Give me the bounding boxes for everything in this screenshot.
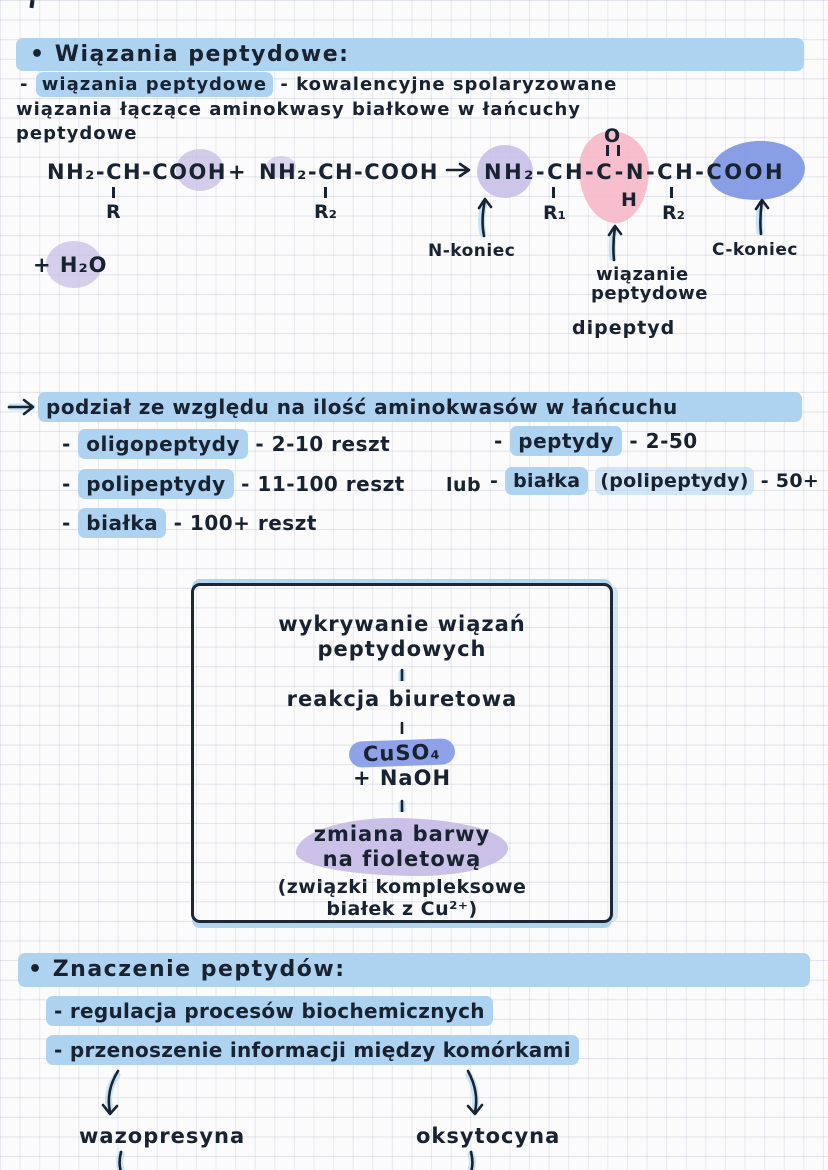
plus-sign: + xyxy=(228,160,246,184)
clipped-arrow-tail-icon xyxy=(467,1150,476,1170)
title-bar-highlight xyxy=(16,38,804,71)
classification-header: podział ze względu na ilość aminokwasów … xyxy=(38,392,802,422)
hormone-oxytocin: oksytocyna xyxy=(416,1124,561,1148)
classification-row-oligopeptides: - oligopeptydy - 2-10 reszt xyxy=(62,429,391,459)
meaning-title-bar-highlight xyxy=(18,953,810,987)
result-line2: na fioletową xyxy=(322,847,482,871)
color-change-result-blob: zmiana barwy na fioletową xyxy=(295,818,509,876)
clipped-arrow-tail-icon xyxy=(116,1150,125,1170)
flow-arrow-down-icon xyxy=(398,668,406,681)
oligopeptides-range: - 2-10 reszt xyxy=(255,432,391,456)
bond-line xyxy=(324,187,327,198)
lavender-blob-water xyxy=(46,241,102,288)
reactant2-formula: NH₂-CH-COOH xyxy=(259,160,439,184)
reactant1-formula: NH₂-CH-COOH xyxy=(47,160,227,184)
polypeptides-range: - 11-100 reszt xyxy=(241,472,405,496)
definition-line2: wiązania łączące aminokwasy białkowe w ł… xyxy=(16,99,582,120)
meaning-item1-text: - regulacja procesów biochemicznych xyxy=(46,996,493,1026)
classification-row-proteins: - białka - 100+ reszt xyxy=(62,508,317,538)
r1-group-label: R₁ xyxy=(543,202,566,224)
definition-line1: - wiązania peptydowe - kowalencyjne spol… xyxy=(20,72,618,97)
polypeptides-term: polipeptydy xyxy=(78,469,234,499)
flow-arrow-down-icon xyxy=(398,799,406,812)
complex-compound-note: (związki kompleksowe białek z Cu²⁺) xyxy=(278,876,527,920)
r2-group-label: R₂ xyxy=(314,201,337,223)
dash: - xyxy=(490,470,499,492)
dash: - xyxy=(62,472,71,496)
proteins-term: białka xyxy=(78,508,167,538)
product-chain-formula: NH₂-CH-C-N-CH-COOH xyxy=(484,160,786,184)
meaning-section-title: • Znaczenie peptydów: xyxy=(28,957,346,982)
or-word: lub xyxy=(446,474,482,496)
classification-row-polypeptides: - polipeptydy - 11-100 reszt xyxy=(62,469,405,499)
c-end-arrow-up-icon xyxy=(754,198,770,236)
definition-term-highlighted: wiązania peptydowe xyxy=(35,72,274,97)
flow-step1-line2: peptydowych xyxy=(317,637,487,661)
peptide-bond-label-line2: peptydowe xyxy=(591,283,708,304)
cuso4-reagent-pill: CuSO₄ xyxy=(348,738,456,768)
meaning-item-information: - przenoszenie informacji między komórka… xyxy=(46,1035,579,1065)
hormone-vasopressin: wazopresyna xyxy=(79,1124,246,1148)
lavender-blob-nh2 xyxy=(477,145,533,198)
classification-row-peptides: - peptydy - 2-50 xyxy=(494,426,698,456)
definition-rest: - kowalencyjne spolaryzowane xyxy=(280,74,618,95)
meaning-item2-text: - przenoszenie informacji między komórka… xyxy=(46,1035,579,1065)
flow-arrow-down-icon xyxy=(400,721,404,734)
definition-dash: - xyxy=(20,74,29,95)
pink-blob-peptide-bond xyxy=(579,131,649,223)
bond-line xyxy=(552,187,555,198)
biuret-test-flowchart-box: wykrywanie wiązań peptydowych reakcja bi… xyxy=(191,583,613,923)
peptide-bond-arrow-up-icon xyxy=(607,224,623,262)
naoh-reagent: + NaOH xyxy=(352,766,452,790)
page-title: • Wiązania peptydowe: xyxy=(30,42,350,67)
double-bond-line xyxy=(606,145,620,156)
note-line1: (związki kompleksowe xyxy=(277,876,527,898)
flow-step-biuret-reaction: reakcja biuretowa xyxy=(286,687,518,711)
oligopeptides-term: oligopeptydy xyxy=(78,429,248,459)
note-line2: białek z Cu²⁺) xyxy=(326,898,478,920)
lavender-blob-oh xyxy=(176,149,224,191)
oxygen-atom: O xyxy=(604,125,621,147)
r2-group-label-product: R₂ xyxy=(662,202,685,224)
dash: - xyxy=(494,429,503,453)
peptide-bond-label-line1: wiązanie xyxy=(596,264,689,285)
proteins-alt-term: białka xyxy=(505,467,589,495)
flow-step1-line1: wykrywanie wiązań xyxy=(278,612,526,636)
definition-line3: peptydowe xyxy=(16,123,138,144)
c-terminus-label: C-koniec xyxy=(712,240,798,260)
stroke-remnant xyxy=(29,0,35,9)
peptides-range: - 2-50 xyxy=(629,429,698,453)
proteins-range: - 100+ reszt xyxy=(173,511,317,535)
bond-line xyxy=(112,187,115,198)
n-end-arrow-up-icon xyxy=(477,197,493,238)
lavender-blob-nh2-small xyxy=(266,156,296,178)
water-byproduct: + H₂O xyxy=(33,253,108,277)
peptides-term: peptydy xyxy=(510,426,622,456)
proteins-alt-mid: (polipeptydy) xyxy=(595,467,754,495)
curved-arrow-down-right-icon xyxy=(465,1069,484,1116)
classification-row-proteins-alt: - białka (polipeptydy) - 50+ xyxy=(490,467,820,495)
n-terminus-label: N-koniec xyxy=(428,241,516,261)
dash: - xyxy=(62,432,71,456)
dash: - xyxy=(62,511,71,535)
section-arrow-right-icon xyxy=(7,398,36,416)
bond-line xyxy=(670,187,673,198)
reaction-arrow-right-icon xyxy=(445,162,471,178)
flow-step-detection: wykrywanie wiązań peptydowych xyxy=(278,612,526,662)
r-group-label: R xyxy=(106,201,121,223)
dipeptide-label: dipeptyd xyxy=(572,317,676,339)
curved-arrow-down-left-icon xyxy=(101,1069,121,1116)
hydrogen-atom: H xyxy=(621,189,637,211)
meaning-item-regulation: - regulacja procesów biochemicznych xyxy=(46,996,493,1026)
proteins-alt-range: - 50+ xyxy=(760,470,820,492)
result-line1: zmiana barwy xyxy=(313,822,491,846)
